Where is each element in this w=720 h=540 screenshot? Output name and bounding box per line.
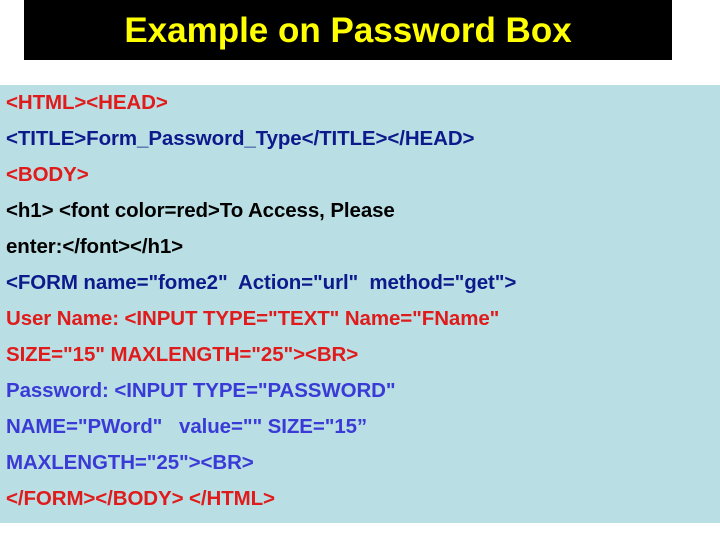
title-banner: Example on Password Box: [24, 0, 672, 60]
code-line-2: <TITLE>Form_Password_Type</TITLE></HEAD>: [6, 127, 475, 150]
code-line-6: <FORM name="fome2" Action="url" method="…: [6, 271, 517, 294]
code-line-7: User Name: <INPUT TYPE="TEXT" Name="FNam…: [6, 307, 500, 330]
code-listing-panel: <HTML><HEAD> <TITLE>Form_Password_Type</…: [0, 85, 720, 523]
code-line-8: SIZE="15" MAXLENGTH="25"><BR>: [6, 343, 359, 366]
code-line-5: enter:</font></h1>: [6, 235, 184, 258]
code-line-9: Password: <INPUT TYPE="PASSWORD": [6, 379, 396, 402]
code-line-11: MAXLENGTH="25"><BR>: [6, 451, 254, 474]
page-title: Example on Password Box: [124, 10, 572, 50]
code-line-3: <BODY>: [6, 163, 89, 186]
code-line-1: <HTML><HEAD>: [6, 91, 168, 114]
code-line-4: <h1> <font color=red>To Access, Please: [6, 199, 395, 222]
code-line-12: </FORM></BODY> </HTML>: [6, 487, 275, 510]
code-line-10: NAME="PWord" value="" SIZE="15”: [6, 415, 368, 438]
